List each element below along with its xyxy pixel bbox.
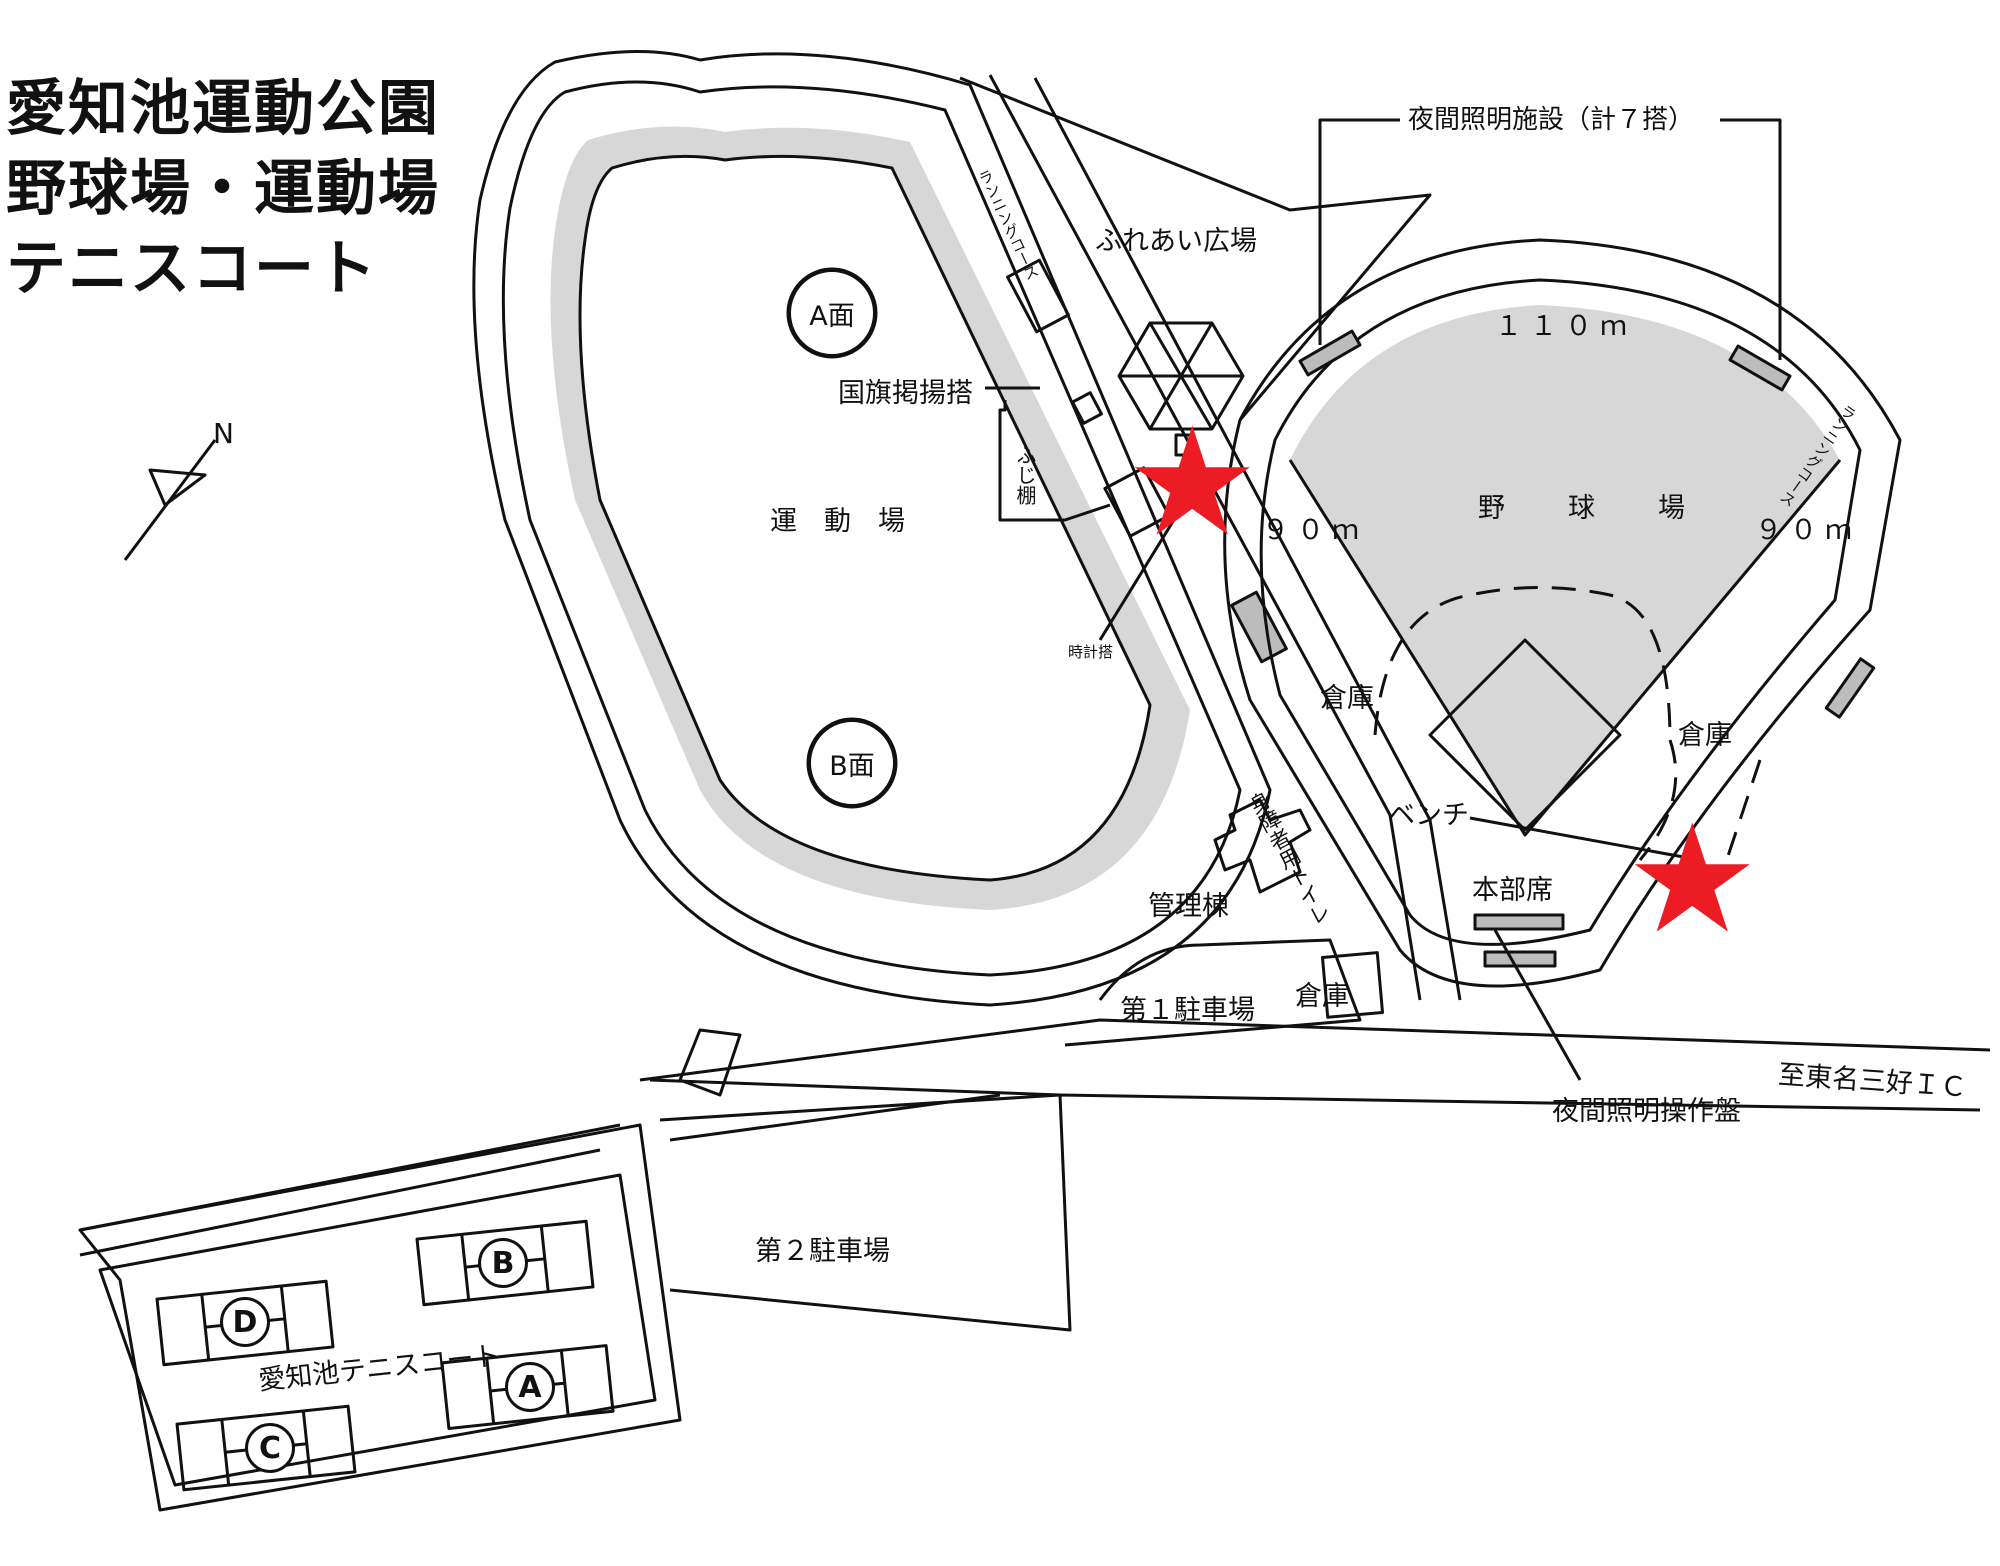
track-outer: [472, 49, 1272, 1007]
clock-tower-label: 時計搭: [1068, 643, 1114, 661]
title-line3: テニスコート: [6, 234, 378, 304]
hq-seat-label: 本部席: [1472, 875, 1553, 906]
area-b-label: B面: [808, 719, 896, 807]
road-diagonal: [988, 74, 1422, 1001]
center-distance: １１０ｍ: [1495, 311, 1635, 342]
athletic-field-name: 運 動 場: [770, 506, 905, 537]
flag-tower-box: [1006, 258, 1070, 334]
baseball-name: 野 球 場: [1478, 493, 1703, 524]
compass-north-label: N: [213, 417, 234, 450]
area-a-label: A面: [788, 269, 876, 357]
court-a-label: A: [505, 1362, 555, 1412]
tennis-area: [78, 1123, 682, 1512]
warehouse-label-1: 倉庫: [1320, 683, 1374, 714]
left-distance: ９０ｍ: [1262, 515, 1367, 546]
warehouse-label-2: 倉庫: [1678, 720, 1732, 751]
court-d-label: D: [220, 1297, 270, 1347]
flag-tower-label: 国旗掲揚搭: [838, 378, 973, 409]
title-line2: 野球場・運動場: [6, 154, 440, 224]
baseball-outer: [1223, 238, 1902, 988]
management-label: 管理棟: [1148, 891, 1229, 922]
baseball-inner: [1259, 278, 1862, 946]
night-lights-label: 夜間照明施設（計７搭）: [1408, 105, 1695, 135]
diamond: [1428, 638, 1622, 832]
management-building: [1213, 798, 1312, 894]
star-marker-clock-tower: ★: [1125, 396, 1260, 570]
parking2-outline: [649, 1078, 1072, 1332]
court-c-label: C: [245, 1423, 295, 1473]
title-line1: 愛知池運動公園: [6, 74, 440, 144]
bench-label: ベンチ: [1388, 800, 1469, 831]
parking1-outline: [1064, 938, 1362, 1047]
light-panel-label: 夜間照明操作盤: [1552, 1096, 1741, 1127]
parking2-label: 第２駐車場: [755, 1236, 890, 1267]
right-distance: ９０ｍ: [1755, 515, 1860, 546]
main-road: [639, 1018, 1991, 1082]
fuji-trellis-label: ふじ棚: [1013, 445, 1037, 505]
warehouse-label-3: 倉庫: [1295, 981, 1349, 1012]
star-marker-baseball: ★: [1625, 793, 1760, 967]
compass-arrow: [123, 439, 217, 561]
plaza-label: ふれあい広場: [1095, 226, 1257, 257]
outfield: [1290, 305, 1840, 835]
track-inner: [501, 80, 1242, 977]
court-b-label: B: [478, 1238, 528, 1288]
parking1-label: 第１駐車場: [1120, 995, 1255, 1026]
